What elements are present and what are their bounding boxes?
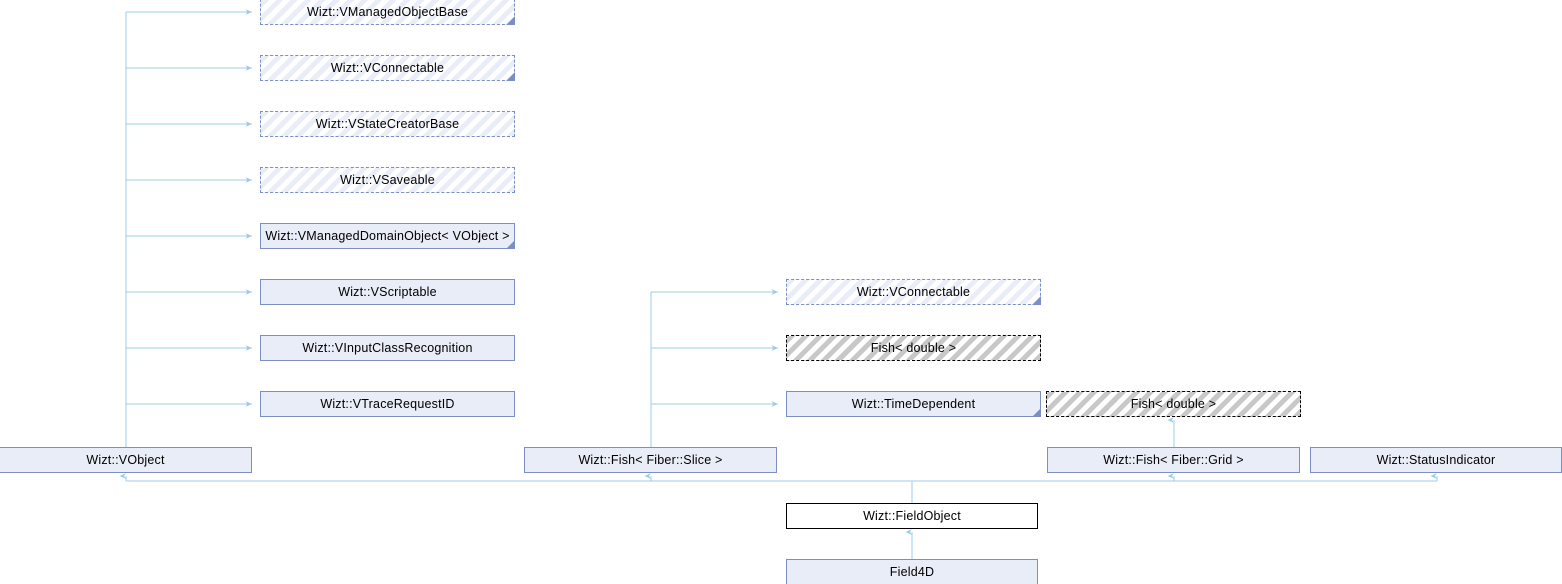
class-node-label: Wizt::VTraceRequestID <box>320 396 455 411</box>
template-corner-fold-icon <box>506 16 515 25</box>
class-node-field4d[interactable]: Field4D <box>786 559 1038 584</box>
class-node-vsaveable[interactable]: Wizt::VSaveable <box>260 167 515 193</box>
class-node-timedependent[interactable]: Wizt::TimeDependent <box>786 391 1041 417</box>
template-corner-fold-icon <box>1032 296 1041 305</box>
class-node-fish_double_m[interactable]: Fish< double > <box>786 335 1041 361</box>
class-node-label: Fish< double > <box>1130 396 1217 411</box>
class-node-fish_double_r[interactable]: Fish< double > <box>1046 391 1301 417</box>
template-corner-fold-icon <box>1032 408 1041 417</box>
class-node-label: Wizt::FieldObject <box>863 508 961 523</box>
class-node-label: Wizt::TimeDependent <box>851 396 976 411</box>
class-node-vinputclassrecog[interactable]: Wizt::VInputClassRecognition <box>260 335 515 361</box>
class-node-label: Wizt::VSaveable <box>340 172 435 187</box>
class-node-label: Wizt::VStateCreatorBase <box>315 116 460 131</box>
class-node-statusindicator[interactable]: Wizt::StatusIndicator <box>1310 447 1562 473</box>
template-corner-fold-icon <box>506 72 515 81</box>
class-node-label: Field4D <box>889 564 935 579</box>
class-node-label: Wizt::VManagedObjectBase <box>306 4 469 19</box>
class-node-vmanageddomainobject[interactable]: Wizt::VManagedDomainObject< VObject > <box>260 223 515 249</box>
class-node-label: Wizt::StatusIndicator <box>1376 452 1496 467</box>
class-node-vstatecreatorbase[interactable]: Wizt::VStateCreatorBase <box>260 111 515 137</box>
class-node-vtracerequestid[interactable]: Wizt::VTraceRequestID <box>260 391 515 417</box>
class-node-fish_grid[interactable]: Wizt::Fish< Fiber::Grid > <box>1047 447 1300 473</box>
class-node-label: Wizt::Fish< Fiber::Slice > <box>578 452 723 467</box>
class-node-label: Wizt::VObject <box>86 452 165 467</box>
template-corner-fold-icon <box>506 240 515 249</box>
class-node-vobject[interactable]: Wizt::VObject <box>0 447 252 473</box>
class-node-fieldobject[interactable]: Wizt::FieldObject <box>786 503 1038 529</box>
class-node-vconnectable_l[interactable]: Wizt::VConnectable <box>260 55 515 81</box>
class-node-vscriptable[interactable]: Wizt::VScriptable <box>260 279 515 305</box>
class-node-label: Wizt::VInputClassRecognition <box>302 340 473 355</box>
class-node-label: Wizt::VScriptable <box>338 284 437 299</box>
class-node-vconnectable_m[interactable]: Wizt::VConnectable <box>786 279 1041 305</box>
class-node-label: Wizt::VConnectable <box>330 60 445 75</box>
class-node-label: Wizt::VConnectable <box>856 284 971 299</box>
class-node-vmanagedobjectbase[interactable]: Wizt::VManagedObjectBase <box>260 0 515 25</box>
class-node-label: Wizt::Fish< Fiber::Grid > <box>1103 452 1244 467</box>
class-node-label: Fish< double > <box>870 340 957 355</box>
class-node-fish_slice[interactable]: Wizt::Fish< Fiber::Slice > <box>524 447 777 473</box>
class-node-label: Wizt::VManagedDomainObject< VObject > <box>265 228 510 243</box>
